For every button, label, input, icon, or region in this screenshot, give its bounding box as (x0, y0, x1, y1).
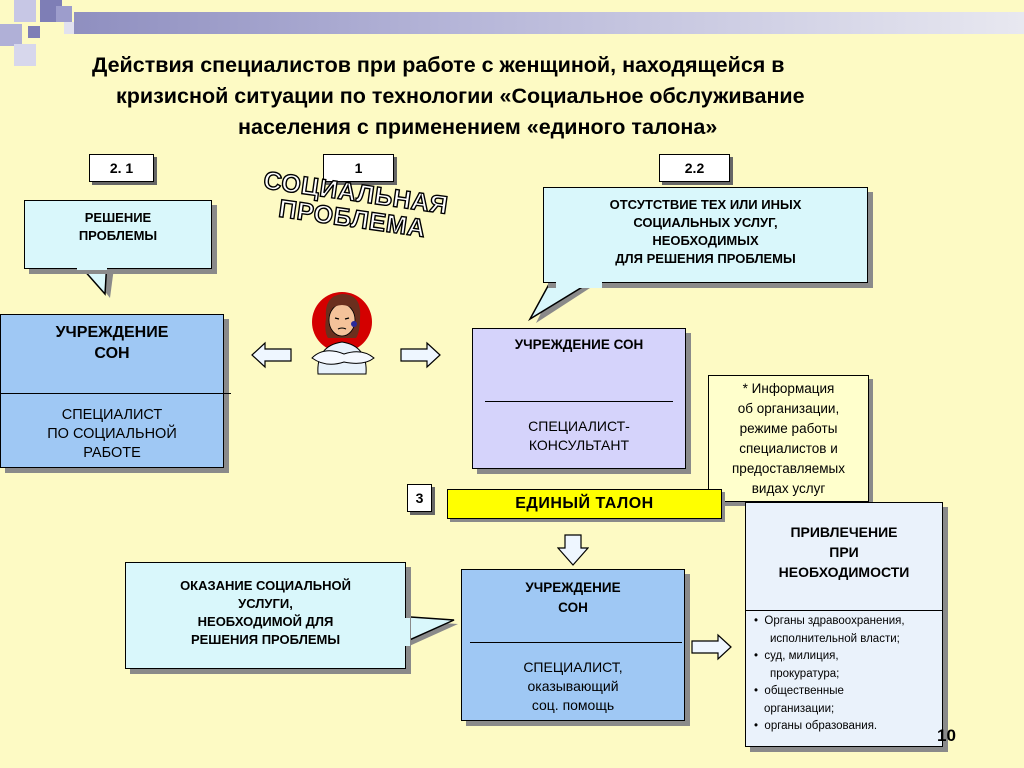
institution-middle-top: УЧРЕЖДЕНИЕ СОН (514, 337, 644, 352)
arrow-down-icon (557, 534, 589, 566)
attraction-item-3-l2: организации; (764, 702, 835, 715)
institution-left-bot-1: СПЕЦИАЛИСТ (61, 407, 163, 423)
institution-box-consultant: УЧРЕЖДЕНИЕ СОН СПЕЦИАЛИСТ- КОНСУЛЬТАНТ (472, 328, 686, 469)
info-note-line-6: видах услуг (751, 481, 826, 496)
info-note-line-4: специалистов и (739, 441, 838, 456)
institution-bottom-top-2: СОН (558, 600, 588, 615)
info-note: * Информация об организации, режиме рабо… (708, 375, 869, 502)
institution-left-top-1: УЧРЕЖДЕНИЕ (55, 324, 169, 341)
bubble-absence: ОТСУТСТВИЕ ТЕХ ИЛИ ИНЫХ СОЦИАЛЬНЫХ УСЛУГ… (543, 187, 868, 283)
attraction-item: • органы образования. (754, 720, 878, 732)
attraction-item: • Органы здравоохранения, исполнительной… (754, 613, 942, 648)
attraction-head-2: ПРИ (829, 544, 859, 560)
step-label-2-2: 2.2 (659, 154, 730, 182)
institution-middle-bot-2: КОНСУЛЬТАНТ (528, 437, 630, 453)
title-line-3: населения с применением «единого талона» (238, 115, 718, 139)
attraction-item-2-l1: суд, милиция, (764, 650, 839, 662)
arrow-right-icon (691, 633, 732, 661)
attraction-item-3-l1: общественные (764, 685, 844, 697)
attraction-item: • суд, милиция, прокуратура; (754, 648, 942, 683)
bubble-bottom-tail (396, 615, 458, 652)
corner-square (0, 24, 22, 46)
bubble-absence-line-4: ДЛЯ РЕШЕНИЯ ПРОБЛЕМЫ (615, 251, 796, 266)
bubble-absence-line-1: ОТСУТСТВИЕ ТЕХ ИЛИ ИНЫХ (609, 197, 802, 212)
bubble-solution-line-1: РЕШЕНИЕ (84, 210, 152, 225)
info-note-line-2: об организации, (737, 401, 840, 416)
institution-left-bot-2: ПО СОЦИАЛЬНОЙ (47, 426, 177, 442)
step-label-3: 3 (407, 484, 432, 512)
bubble-bottom-tail-cover (400, 618, 410, 646)
bubble-left-tail-cover (77, 258, 107, 270)
institution-bottom-bot-2: оказывающий (527, 678, 619, 694)
attraction-item: • общественные организации; (754, 683, 942, 718)
bubble-absence-line-2: СОЦИАЛЬНЫХ УСЛУГ, (633, 215, 778, 230)
slide-title: Действия специалистов при работе с женщи… (92, 50, 962, 143)
bubble-service: ОКАЗАНИЕ СОЦИАЛЬНОЙ УСЛУГИ, НЕОБХОДИМОЙ … (125, 562, 406, 669)
top-bar (74, 12, 1024, 34)
attraction-item-4-l1: органы образования. (764, 720, 878, 732)
bubble-absence-line-3: НЕОБХОДИМЫХ (652, 233, 759, 248)
bubble-service-line-4: РЕШЕНИЯ ПРОБЛЕМЫ (190, 632, 341, 647)
bubble-service-line-3: НЕОБХОДИМОЙ ДЛЯ (197, 614, 334, 629)
step-label-1: 1 (323, 154, 394, 182)
step-label-2-1: 2. 1 (89, 154, 154, 182)
arrow-right-icon (400, 341, 441, 369)
bubble-solution: РЕШЕНИЕ ПРОБЛЕМЫ (24, 200, 212, 269)
info-note-line-3: режиме работы (739, 421, 838, 436)
institution-bottom-top-1: УЧРЕЖДЕНИЕ (525, 580, 621, 595)
attraction-box: ПРИВЛЕЧЕНИЕ ПРИ НЕОБХОДИМОСТИ • Органы з… (745, 502, 943, 747)
institution-box-specialist: УЧРЕЖДЕНИЕ СОН СПЕЦИАЛИСТ, оказывающий с… (461, 569, 685, 721)
corner-square (64, 22, 76, 34)
bubble-right-tail-cover (556, 278, 602, 288)
attraction-item-1-l2: исполнительной власти; (770, 632, 900, 645)
attraction-head-1: ПРИВЛЕЧЕНИЕ (790, 524, 898, 540)
info-note-line-5: предоставляемых (732, 461, 845, 476)
page-number: 10 (937, 726, 956, 745)
woman-client-illustration (311, 292, 375, 375)
corner-square (14, 44, 36, 66)
attraction-item-2-l2: прокуратура; (770, 667, 840, 680)
title-line-2: кризисной ситуации по технологии «Социал… (116, 84, 805, 108)
attraction-item-1-l1: Органы здравоохранения, (764, 615, 905, 627)
corner-square (14, 0, 36, 22)
bubble-solution-line-2: ПРОБЛЕМЫ (78, 228, 158, 243)
institution-middle-bot-1: СПЕЦИАЛИСТ- (528, 418, 630, 434)
corner-square (56, 6, 72, 22)
institution-bottom-bot-3: соц. помощь (531, 697, 615, 713)
bubble-service-line-2: УСЛУГИ, (238, 596, 293, 611)
institution-left-bot-3: РАБОТЕ (83, 445, 141, 461)
attraction-head-3: НЕОБХОДИМОСТИ (778, 564, 910, 580)
institution-box-social-worker: УЧРЕЖДЕНИЕ СОН СПЕЦИАЛИСТ ПО СОЦИАЛЬНОЙ … (0, 314, 231, 468)
social-problem-wordart: СОЦИАЛЬНАЯ ПРОБЛЕМА (251, 166, 456, 245)
info-note-line-1: * Информация (742, 381, 835, 396)
bubble-service-line-1: ОКАЗАНИЕ СОЦИАЛЬНОЙ (180, 578, 351, 593)
arrow-left-icon (251, 341, 292, 369)
corner-square (28, 26, 40, 38)
unified-ticket-banner: ЕДИНЫЙ ТАЛОН (447, 489, 722, 519)
institution-left-top-2: СОН (94, 345, 130, 362)
institution-bottom-bot-1: СПЕЦИАЛИСТ, (523, 659, 623, 675)
title-line-1: Действия специалистов при работе с женщи… (92, 53, 785, 77)
